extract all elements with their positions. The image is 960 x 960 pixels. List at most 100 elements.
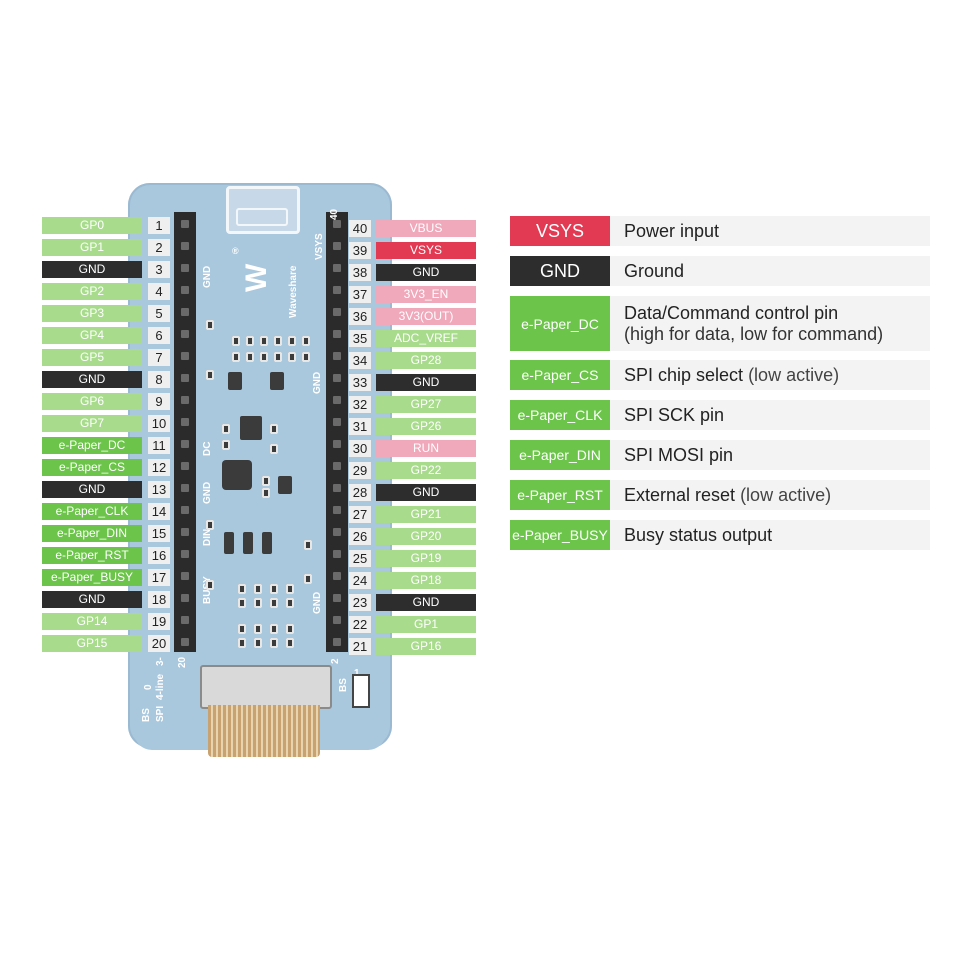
pin-label: VBUS [376,220,476,237]
pin-number: 14 [148,503,170,520]
smd-pad [206,580,214,590]
smd-pad [270,638,278,648]
left-pin-row: GP1 2 [42,239,170,256]
header-pin-hole [181,286,189,294]
smd-pad [206,520,214,530]
header-pin-hole [181,418,189,426]
header-pin-hole [181,572,189,580]
legend-key: e-Paper_CLK [510,400,610,430]
smd-pad [274,352,282,362]
header-pin-hole [333,264,341,272]
pin-label: GP26 [376,418,476,435]
pin-label: GND [42,371,142,388]
smd-pad [232,336,240,346]
header-pin-hole [333,308,341,316]
pin-number: 27 [349,506,371,523]
pin-label: e-Paper_BUSY [42,569,142,586]
silk-bs-right: BS [338,678,349,692]
smd-pad [222,424,230,434]
smd-pad [302,352,310,362]
legend-description-text: Busy status output [624,524,773,545]
pin-label: 3V3_EN [376,286,476,303]
right-pin-row: 40 VBUS [349,220,476,237]
pin-number: 11 [148,437,170,454]
pin-number: 7 [148,349,170,366]
header-pin-hole [333,616,341,624]
header-pin-hole [181,462,189,470]
pin-number: 13 [148,481,170,498]
pin-number: 16 [148,547,170,564]
right-pin-header [326,212,348,652]
pin-number: 8 [148,371,170,388]
legend-description-text: SPI SCK pin [624,404,725,425]
header-pin-hole [181,506,189,514]
header-pin-hole [333,572,341,580]
pin-number: 35 [349,330,371,347]
legend-key: e-Paper_BUSY [510,520,610,550]
legend-key: e-Paper_CS [510,360,610,390]
pin-label: GND [42,591,142,608]
header-pin-hole [181,264,189,272]
legend-row: e-Paper_BUSY Busy status output [510,520,930,550]
header-pin-hole [333,286,341,294]
silk-spi: SPI [155,705,166,722]
header-pin-hole [333,396,341,404]
legend-description: Ground [610,256,930,286]
smd-pad [206,320,214,330]
diode-1 [224,532,234,554]
legend-description-line: Busy status output [624,525,930,546]
legend-description-text: Data/Command control pin [624,302,839,323]
pin-number: 40 [349,220,371,237]
pin-label: GP27 [376,396,476,413]
pin-number: 2 [148,239,170,256]
smd-pad [254,638,262,648]
legend-description-text: SPI chip select [624,364,744,385]
header-pin-hole [181,638,189,646]
transistor-2 [270,372,284,390]
pin-label: e-Paper_RST [42,547,142,564]
smd-pad [286,638,294,648]
header-pin-hole [181,330,189,338]
silk-4line: 4-line [155,673,166,700]
legend-row: e-Paper_CLK SPI SCK pin [510,400,930,430]
pin-label: GP6 [42,393,142,410]
inductor [222,460,252,490]
silk-bs: BS [141,708,152,722]
pin-label: GP1 [42,239,142,256]
legend-row: e-Paper_CS SPI chip select (low active) [510,360,930,390]
pin-number: 36 [349,308,371,325]
pin-label: RUN [376,440,476,457]
pin-label: GP18 [376,572,476,589]
diode-2 [243,532,253,554]
pin-number: 29 [349,462,371,479]
legend-description: SPI chip select (low active) [610,360,930,390]
pin-label: GP28 [376,352,476,369]
silk-gnd-3: GND [202,481,213,504]
legend-description-text: External reset [624,484,736,505]
pin-label: GND [376,484,476,501]
smd-pad [246,352,254,362]
silk-vsys: VSYS [314,233,325,260]
legend-description: SPI SCK pin [610,400,930,430]
legend-key: e-Paper_DC [510,296,610,351]
legend-description-line: SPI chip select (low active) [624,365,930,386]
